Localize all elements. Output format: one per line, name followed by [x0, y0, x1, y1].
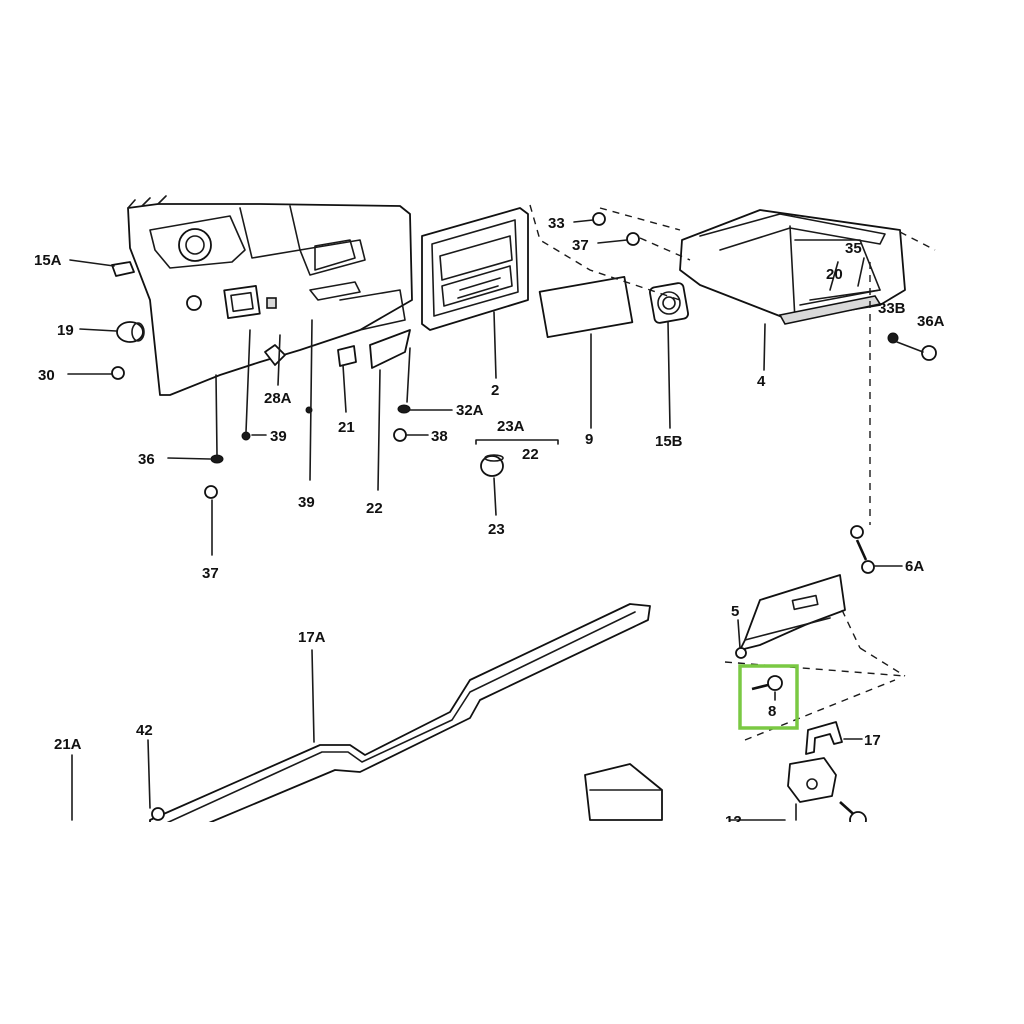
part-labels: 15A 19 30 28A 39 39 36 37 21 22 32A 38 2…	[34, 215, 945, 830]
label-8: 8	[768, 703, 776, 720]
part-2-console-frame	[421, 207, 529, 331]
part-17A-trim-rail	[149, 603, 651, 836]
label-28A: 28A	[264, 390, 292, 407]
label-17A: 17A	[298, 629, 326, 646]
instrument-panel	[127, 195, 413, 396]
part-20-bracket	[809, 257, 881, 301]
part-12-lock	[787, 757, 867, 829]
part-15B-cover	[649, 282, 689, 324]
label-42: 42	[136, 722, 153, 739]
label-33: 33	[548, 215, 565, 232]
label-17: 17	[864, 732, 881, 749]
label-30: 30	[38, 367, 55, 384]
label-22-b: 22	[522, 446, 539, 463]
highlight-box-part-8	[738, 664, 799, 730]
label-37-a: 37	[202, 565, 219, 582]
label-6A: 6A	[905, 558, 924, 575]
label-15A: 15A	[34, 252, 62, 269]
label-36: 36	[138, 451, 155, 468]
label-21A: 21A	[54, 736, 82, 753]
label-19: 19	[57, 322, 74, 339]
label-32A: 32A	[456, 402, 484, 419]
label-22-a: 22	[366, 500, 383, 517]
bottom-crop	[0, 822, 1024, 1024]
label-20: 20	[826, 266, 843, 283]
label-36A: 36A	[917, 313, 945, 330]
part-17-latch	[805, 721, 843, 755]
label-23: 23	[488, 521, 505, 538]
part-5-glovebox-door	[735, 574, 846, 659]
part-9-blank-plate	[538, 275, 634, 339]
label-21: 21	[338, 419, 355, 436]
label-38: 38	[431, 428, 448, 445]
label-4: 4	[757, 373, 766, 390]
label-23A: 23A	[497, 418, 525, 435]
label-5: 5	[731, 603, 739, 620]
part-42-fastener	[151, 807, 165, 821]
label-37-b: 37	[572, 237, 589, 254]
leader-lines	[67, 219, 924, 821]
part-8-screw	[751, 675, 783, 691]
label-15B: 15B	[655, 433, 683, 450]
label-39-a: 39	[270, 428, 287, 445]
label-2: 2	[491, 382, 499, 399]
label-9: 9	[585, 431, 593, 448]
label-35: 35	[845, 240, 862, 257]
part-4-glovebox-bin	[679, 209, 906, 325]
part-cover-lower	[584, 763, 663, 821]
label-39-b: 39	[298, 494, 315, 511]
label-33B: 33B	[878, 300, 906, 317]
